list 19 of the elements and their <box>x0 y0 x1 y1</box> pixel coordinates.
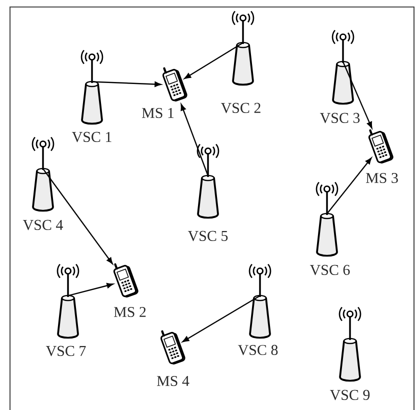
station-label: VSC 6 <box>310 264 350 276</box>
phone-label: MS 4 <box>156 376 190 386</box>
station-label: VSC 8 <box>238 344 278 356</box>
arrow <box>92 81 162 87</box>
station-label: VSC 9 <box>330 390 370 400</box>
station-label: VSC 2 <box>220 102 260 114</box>
phone-label: MS 3 <box>366 172 398 184</box>
station-label: VSC 3 <box>320 112 360 124</box>
station-label: VSC 4 <box>22 220 63 230</box>
arrow <box>184 42 244 79</box>
arrow <box>326 158 372 214</box>
phone-label: MS 1 <box>142 108 174 118</box>
station-label: VSC 1 <box>72 132 112 142</box>
arrow <box>42 168 113 264</box>
station-label: VSC 7 <box>46 346 86 356</box>
phone-label: MS 2 <box>114 306 146 318</box>
arrow <box>68 282 114 296</box>
station-label: VSC 5 <box>188 230 228 242</box>
arrow <box>180 104 209 176</box>
